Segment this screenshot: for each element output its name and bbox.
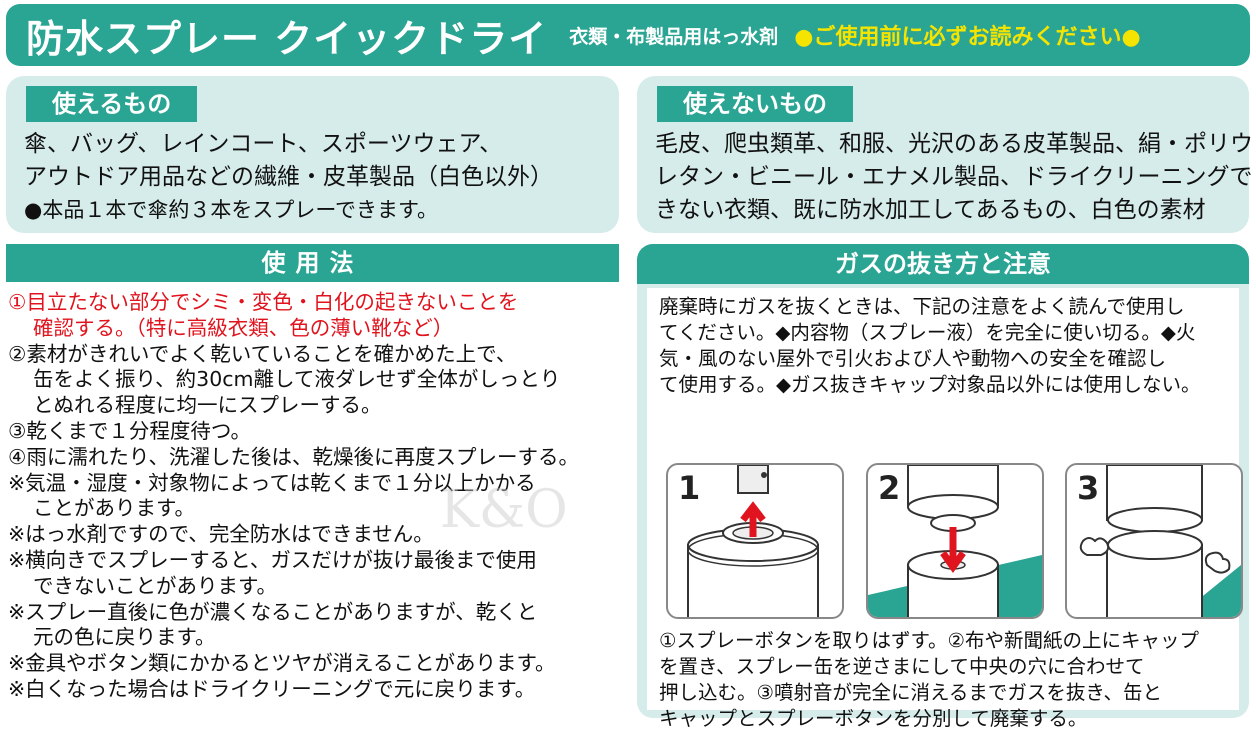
usable-items-panel: 使えるもの 傘、バッグ、レインコート、スポーツウェア、 アウトドア用品などの繊維…	[6, 76, 619, 233]
unusable-items-panel: 使えないもの 毛皮、爬虫類革、和服、光沢のある皮革製品、絹・ポリウ レタン・ビニ…	[637, 76, 1253, 233]
usage-line: ②素材がきれいでよく乾いていることを確かめた上で、	[8, 341, 517, 366]
gas-intro-line: 廃棄時にガスを抜くときは、下記の注意をよく読んで使用し	[659, 295, 1185, 318]
unusable-line: きない衣類、既に防水加工してあるもの、白色の素材	[655, 197, 1206, 223]
usage-heading: 使用法	[6, 244, 619, 282]
unusable-line: レタン・ビニール・エナメル製品、ドライクリーニングで	[655, 164, 1253, 190]
usable-line: アウトドア用品などの繊維・皮革製品（白色以外）	[24, 164, 553, 190]
insert-can-illustration	[868, 465, 1042, 617]
gas-disposal-panel: ガスの抜き方と注意 廃棄時にガスを抜くときは、下記の注意をよく読んで使用し てく…	[637, 244, 1249, 730]
usage-line: ※はっ水剤ですので、完全防水はできません。	[8, 522, 434, 547]
usage-line: とぬれる程度に均一にスプレーする。	[33, 393, 382, 418]
gas-intro-line: 気・風のない屋外で引火および人や動物への安全を確認し	[659, 347, 1167, 370]
step-3-illustration: 3	[1065, 463, 1243, 619]
step-number: 1	[678, 469, 701, 507]
gas-step-line: 押し込む。③噴射音が完全に消えるまでガスを抜き、缶と	[659, 681, 1163, 704]
usable-items-text: 傘、バッグ、レインコート、スポーツウェア、 アウトドア用品などの繊維・皮革製品（…	[24, 128, 609, 227]
usage-line: ※横向きでスプレーすると、ガスだけが抜け最後まで使用	[8, 547, 537, 572]
gas-step-line: キャップとスプレーボタンを分別して廃棄する。	[659, 707, 1088, 730]
gas-step-line: ①スプレーボタンを取りはずす。②布や新聞紙の上にキャップ	[659, 629, 1200, 652]
product-title: 防水スプレー クイックドライ	[26, 16, 548, 61]
usable-line: 傘、バッグ、レインコート、スポーツウェア、	[24, 131, 503, 157]
usage-line: ※気温・湿度・対象物によっては乾くまで１分以上かかる	[8, 470, 536, 495]
unusable-items-text: 毛皮、爬虫類革、和服、光沢のある皮革製品、絹・ポリウ レタン・ビニール・エナメル…	[655, 128, 1253, 227]
usage-line: ことがあります。	[33, 496, 195, 521]
usage-line: 缶をよく振り、約30cm離して液ダレせず全体がしっとり	[33, 367, 561, 392]
usage-line: 確認する。（特に高級衣類、色の薄い靴など）	[33, 315, 454, 340]
gas-intro-line: てください。◆内容物（スプレー液）を完全に使い切る。◆火	[659, 321, 1196, 344]
usable-note: ●本品１本で傘約３本をスプレーできます。	[24, 198, 438, 222]
usage-line: ③乾くまで１分程度待つ。	[8, 418, 252, 443]
step-1-illustration: 1	[666, 463, 844, 619]
gas-disposal-steps-text: ①スプレーボタンを取りはずす。②布や新聞紙の上にキャップ を置き、スプレー缶を逆…	[659, 628, 1231, 732]
usage-line: ④雨に濡れたり、洗濯した後は、乾燥後に再度スプレーする。	[8, 444, 580, 469]
product-subtitle: 衣類・布製品用はっ水剤	[569, 25, 779, 48]
step-number: 3	[1077, 469, 1100, 507]
usable-items-heading: 使えるもの	[26, 86, 198, 122]
usage-line: できないことがあります。	[33, 573, 277, 598]
step-number: 2	[878, 469, 901, 507]
usage-line: 元の色に戻ります。	[33, 625, 216, 650]
usage-line: ※スプレー直後に色が濃くなることがありますが、乾くと	[8, 599, 538, 624]
gas-intro-line: て使用する。◆ガス抜きキャップ対象品以外には使用しない。	[659, 373, 1201, 396]
gas-step-line: を置き、スプレー缶を逆さまにして中央の穴に合わせて	[659, 655, 1145, 678]
unusable-items-heading: 使えないもの	[657, 86, 853, 122]
remove-button-illustration	[687, 465, 819, 617]
gas-disposal-heading: ガスの抜き方と注意	[637, 244, 1249, 284]
unusable-line: 毛皮、爬虫類革、和服、光沢のある皮革製品、絹・ポリウ	[655, 131, 1253, 157]
gas-disposal-content: 廃棄時にガスを抜くときは、下記の注意をよく読んで使用し てください。◆内容物（ス…	[647, 288, 1243, 730]
usage-line: ※金具やボタン類にかかるとツヤが消えることがあります。	[8, 651, 556, 676]
usage-line: ①目立たない部分でシミ・変色・白化の起きないことを	[8, 290, 519, 314]
watermark: K&O	[440, 480, 568, 540]
gas-disposal-intro: 廃棄時にガスを抜くときは、下記の注意をよく読んで使用し てください。◆内容物（ス…	[659, 294, 1229, 398]
release-gas-illustration	[1079, 465, 1241, 617]
read-before-use-notice: ●ご使用前に必ずお読みください●	[794, 25, 1141, 50]
step-2-illustration: 2	[866, 463, 1044, 619]
usage-instructions: ①目立たない部分でシミ・変色・白化の起きないことを 確認する。（特に高級衣類、色…	[8, 290, 620, 703]
header-banner: 防水スプレー クイックドライ 衣類・布製品用はっ水剤 ●ご使用前に必ずお読みくだ…	[6, 4, 1250, 66]
usage-line: ※白くなった場合はドライクリーニングで元に戻ります。	[8, 676, 536, 701]
